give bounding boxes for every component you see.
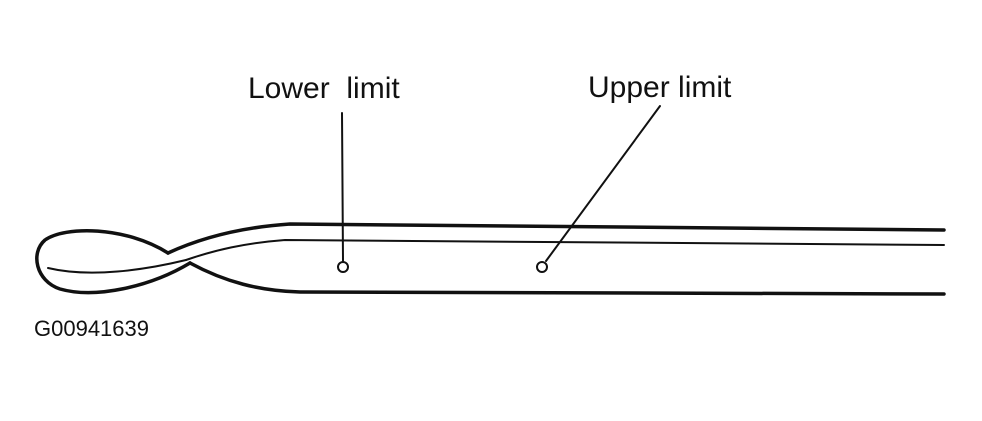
lower-limit-leader — [341, 112, 344, 262]
dipstick-loop-handle — [35, 228, 192, 295]
figure-id: G00941639 — [34, 316, 149, 341]
upper-limit-marker — [536, 261, 548, 273]
upper-limit-label: Upper limit — [588, 71, 732, 104]
dipstick-loop-twist — [47, 259, 187, 274]
lower-limit-marker — [337, 261, 349, 273]
lower-limit-label: Lower limit — [248, 72, 400, 105]
dipstick-top-edge — [166, 222, 946, 255]
dipstick-bottom-edge — [188, 261, 946, 296]
upper-limit-leader — [545, 105, 661, 262]
dipstick-center-line — [185, 239, 945, 261]
